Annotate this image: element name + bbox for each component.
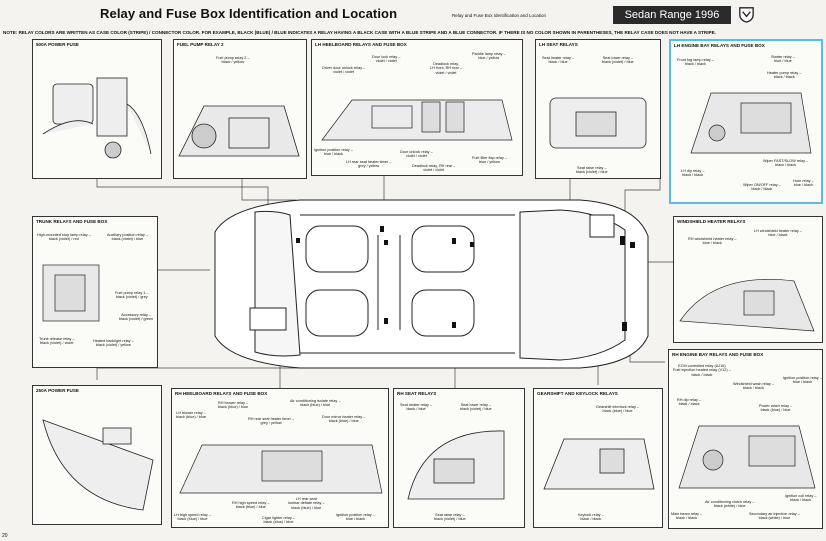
panel-gearshift-keylock-relays: GEARSHIFT AND KEYLOCK RELAYS Gearshift i…	[533, 388, 663, 528]
callout-label: Fuel pump relay 1 –black (violet) / grey	[115, 291, 149, 300]
callout-label: Accessory relay –black (violet) / green	[119, 313, 154, 322]
callout-label: Seat raise relay –black (violet) / blue	[434, 513, 466, 522]
seat-illustration	[549, 97, 647, 149]
callout-label: LH high speed relay –black (blue) / blue	[174, 513, 211, 522]
panel-lh-heelboard-relays: LH HEELBOARD RELAYS AND FUSE BOX Door lo…	[311, 39, 523, 176]
callout-label: Wiper ON/OFF relay –black / black	[743, 183, 781, 192]
callout-label: Fuel pump relay 2 –black / yellow	[216, 56, 250, 65]
panel-title: LH SEAT RELAYS	[539, 42, 578, 47]
heelboard-illustration	[179, 444, 383, 494]
callout-label: Starter relay –blue / blue	[771, 55, 795, 64]
callout-label: RH windshield heater relay –blue / black	[688, 237, 737, 246]
trunk-illustration	[42, 264, 100, 322]
page-title: Relay and Fuse Box Identification and Lo…	[100, 6, 398, 21]
callout-label: Gearshift interlock relay –black (blue) …	[596, 405, 640, 414]
engine-bay-illustration	[678, 425, 816, 489]
panel-title: RH ENGINE BAY RELAYS AND FUSE BOX	[672, 352, 764, 357]
callout-label: Cigar lighter relay –black (blue) / blue	[262, 516, 295, 525]
callout-label: Heated backlight relay –black (violet) /…	[93, 339, 134, 348]
callout-label: Seat lower relay –black (violet) / blue	[460, 403, 492, 412]
callout-label: Ignition position relay –blue / black	[314, 148, 353, 157]
callout-label: Paddle lamp relay –blue / yellow	[472, 52, 506, 61]
panel-title: 250A POWER FUSE	[36, 388, 79, 393]
panel-title: WINDSHIELD HEATER RELAYS	[677, 219, 746, 224]
callout-label: RH dip relay –black / black	[677, 398, 702, 407]
callout-label: Main beam relay –black / black	[671, 512, 703, 521]
callout-label: Wiper FAST/SLOW relay –black / black	[763, 159, 809, 168]
callout-label: Fuel filler flap relay –blue / yellow	[472, 156, 508, 165]
callout-label: High-mounted stop lamp relay –black (vio…	[37, 233, 91, 242]
callout-label: LH blower relay –black (blue) / blue	[176, 411, 206, 420]
callout-label: RH blower relay –black (blue) / blue	[218, 401, 249, 410]
panel-title: TRUNK RELAYS AND FUSE BOX	[36, 219, 108, 224]
callout-label: LH rear seat heater timer –grey / yellow	[346, 160, 392, 169]
callout-label: Door lock relay –violet / violet	[372, 55, 401, 64]
panel-trunk-relays: TRUNK RELAYS AND FUSE BOX High-mounted s…	[32, 216, 158, 368]
callout-label: Power wash relay –black (blue) / blue	[759, 404, 793, 413]
panel-rh-engine-bay-relays: RH ENGINE BAY RELAYS AND FUSE BOX ECM co…	[668, 349, 823, 529]
gearshift-illustration	[543, 438, 655, 490]
panel-title: FUEL PUMP RELAY 2	[177, 42, 224, 47]
panel-rh-seat-relays: RH SEAT RELAYS Seat heater relay –black …	[393, 388, 525, 528]
windshield-illustration	[679, 278, 815, 332]
car-outline	[214, 199, 649, 369]
jaguar-badge-icon	[739, 7, 754, 23]
callout-label: Ignition coil relay –black / black	[785, 494, 817, 503]
panel-title: GEARSHIFT AND KEYLOCK RELAYS	[537, 391, 618, 396]
callout-label: Heater pump relay –black / black	[767, 71, 802, 80]
engine-bay-illustration	[690, 92, 812, 154]
callout-label: Deadlock relay,LH front, RH rear –violet…	[430, 62, 463, 75]
callout-label: Keylock relay –black / black	[578, 513, 604, 522]
panel-lh-seat-relays: LH SEAT RELAYS Seat heater relay –black …	[535, 39, 661, 179]
fuel-pump-illustration	[178, 105, 300, 157]
heelboard-illustration	[321, 99, 513, 141]
model-range-badge: Sedan Range 1996	[613, 6, 731, 24]
callout-label: Seat heater relay –black / blue	[542, 56, 575, 65]
fuse-illustration	[42, 77, 152, 159]
callout-label: Door unlock relay –violet / violet	[400, 150, 433, 159]
callout-label: Trunk release relay –black (violet) / vi…	[39, 337, 75, 346]
callout-label: Seat lower relay –black (violet) / blue	[602, 56, 634, 65]
callout-label: ECM controlled relay (AJ16)Fuel injectio…	[673, 364, 731, 377]
callout-label: Deadlock relay, RH rear –violet / violet	[412, 164, 456, 173]
callout-label: Ignition position relay –blue / black	[783, 376, 822, 385]
callout-label: Seat raise relay –black (violet) / blue	[576, 166, 608, 175]
fuse-illustration	[42, 419, 154, 511]
callout-label: Auxiliary position relay –black (violet)…	[107, 233, 148, 242]
callout-label: Driver door unlock relay –violet / viole…	[322, 66, 366, 75]
panel-fuel-pump-relay-2: FUEL PUMP RELAY 2 Fuel pump relay 2 –bla…	[173, 39, 307, 179]
panel-title: LH HEELBOARD RELAYS AND FUSE BOX	[315, 42, 407, 47]
callout-label: Secondary air injection relay –black (wh…	[749, 512, 800, 521]
callout-label: Air conditioning clutch relay –black (wh…	[705, 500, 755, 509]
page-subtitle: Relay and Fuse Box Identification and Lo…	[452, 13, 547, 18]
panel-title: RH HEELBOARD RELAYS AND FUSE BOX	[175, 391, 268, 396]
panel-lh-engine-bay-relays: LH ENGINE BAY RELAYS AND FUSE BOX Front …	[669, 39, 823, 204]
panel-500a-power-fuse: 500A POWER FUSE	[32, 39, 162, 179]
panel-rh-heelboard-relays: RH HEELBOARD RELAYS AND FUSE BOX RH blow…	[171, 388, 389, 528]
panel-title: 500A POWER FUSE	[36, 42, 79, 47]
callout-label: RH high speed relay –black (blue) / blue	[232, 501, 270, 510]
callout-label: LH windshield heater relay –blue / black	[754, 229, 802, 238]
panel-title: LH ENGINE BAY RELAYS AND FUSE BOX	[674, 43, 765, 48]
callout-label: Windshield wash relay –black / black	[733, 382, 774, 391]
seat-illustration	[407, 430, 505, 500]
callout-label: LH dip relay –black / black	[681, 169, 705, 178]
callout-label: RH rear seat heater timer –grey / yellow	[248, 417, 295, 426]
callout-label: Ignition position relay –blue / black	[336, 513, 375, 522]
page-number: 20	[2, 533, 8, 539]
callout-label: Front fog lamp relay –black / black	[677, 58, 714, 67]
color-note: NOTE: RELAY COLORS ARE WRITTEN AS CASE C…	[3, 30, 716, 35]
callout-label: Door mirror heater relay –black (blue) /…	[322, 415, 366, 424]
callout-label: Horn relay –blue / black	[793, 179, 814, 188]
callout-label: Seat heater relay –black / blue	[400, 403, 433, 412]
panel-250a-power-fuse: 250A POWER FUSE	[32, 385, 162, 525]
panel-windshield-heater-relays: WINDSHIELD HEATER RELAYS RH windshield h…	[673, 216, 823, 343]
callout-label: Air conditioning isolate relay –black (b…	[290, 399, 341, 408]
panel-title: RH SEAT RELAYS	[397, 391, 437, 396]
